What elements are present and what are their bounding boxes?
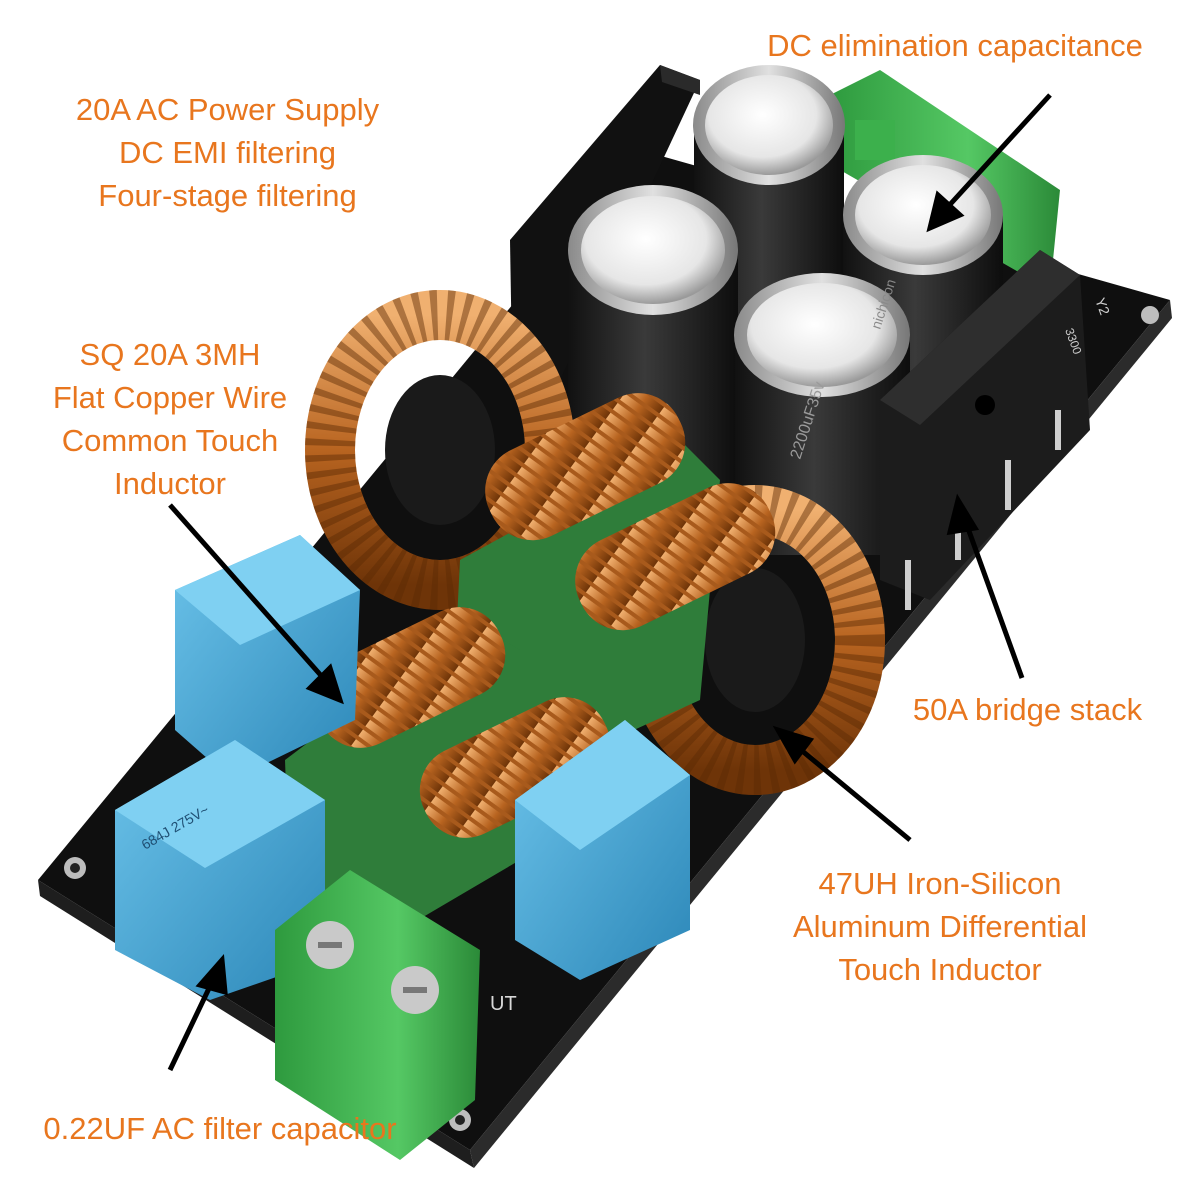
bridge-callout: 50A bridge stack — [885, 688, 1170, 731]
spec-line: 20A AC Power Supply — [75, 92, 380, 127]
bridge-rectifier — [880, 250, 1090, 610]
sq-line: SQ 20A 3MH — [79, 337, 261, 372]
sq-line: Flat Copper Wire — [52, 380, 288, 415]
bridge-label: 50A bridge stack — [912, 692, 1143, 727]
diff-inductor-callout: 47UH Iron-Silicon Aluminum Differential … — [755, 862, 1125, 991]
dc-cap-label: DC elimination capacitance — [767, 28, 1143, 63]
ac-cap-callout: 0.22UF AC filter capacitor — [5, 1107, 435, 1150]
sq-line: Inductor — [113, 466, 226, 501]
spec-callout: 20A AC Power Supply DC EMI filtering Fou… — [40, 88, 415, 217]
terminal-block-input — [275, 870, 480, 1160]
diff-line: Aluminum Differential — [792, 909, 1088, 944]
diff-line: 47UH Iron-Silicon — [818, 866, 1062, 901]
spec-line: Four-stage filtering — [98, 178, 357, 213]
sq-inductor-callout: SQ 20A 3MH Flat Copper Wire Common Touch… — [20, 333, 320, 505]
sq-line: Common Touch — [61, 423, 279, 458]
x2-capacitor — [115, 740, 325, 1000]
spec-line: DC EMI filtering — [118, 135, 337, 170]
diff-line: Touch Inductor — [838, 952, 1042, 987]
dc-cap-callout: DC elimination capacitance — [735, 24, 1175, 67]
ac-cap-label: 0.22UF AC filter capacitor — [43, 1111, 397, 1146]
x2-capacitor — [515, 720, 690, 980]
